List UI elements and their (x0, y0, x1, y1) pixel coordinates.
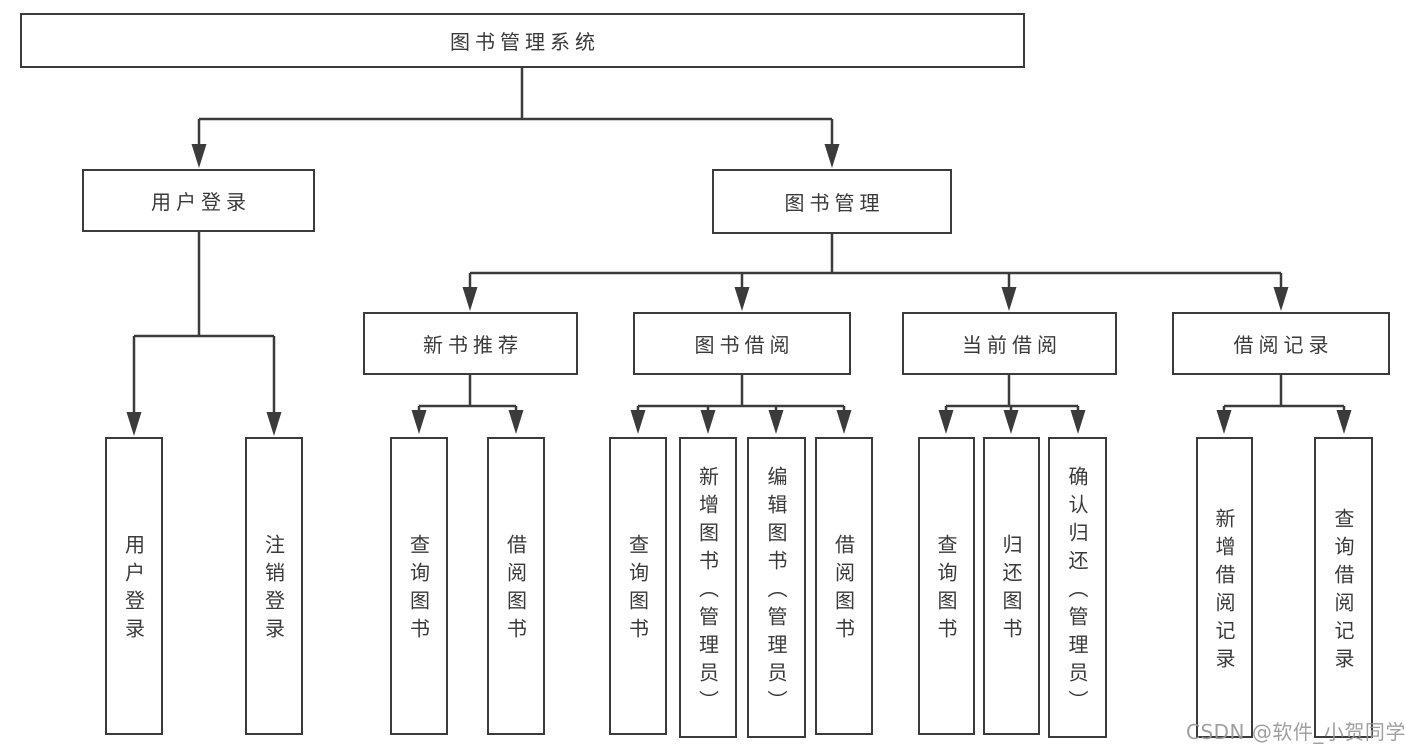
leaf-query-borrow-record: 查询借阅记录 (1314, 437, 1373, 738)
node-label: 当前借阅 (962, 333, 1062, 357)
node-label: 查询借阅记录 (1331, 507, 1355, 676)
node-user-login: 用户登录 (82, 169, 315, 232)
node-label: 借阅图书 (831, 534, 856, 646)
leaf-add-books-admin: 新增图书（管理员） (679, 437, 737, 738)
node-label: 归还图书 (999, 534, 1023, 646)
node-label: 查询图书 (625, 534, 650, 646)
node-book-borrow: 图书借阅 (633, 312, 851, 375)
node-label: 新书推荐 (423, 333, 523, 357)
leaf-edit-books-admin: 编辑图书（管理员） (747, 437, 806, 738)
node-label: 新增图书（管理员） (695, 465, 720, 718)
node-label: 图书管理 (784, 191, 885, 215)
node-label: 查询图书 (934, 534, 958, 646)
leaf-add-borrow-record: 新增借阅记录 (1196, 437, 1253, 738)
leaf-query-books-recommend: 查询图书 (390, 437, 448, 735)
node-label: 图书管理系统 (450, 30, 600, 54)
leaf-return-books: 归还图书 (983, 437, 1040, 735)
node-label: 编辑图书（管理员） (764, 465, 788, 718)
node-borrow-records: 借阅记录 (1172, 312, 1390, 375)
node-current-borrow: 当前借阅 (902, 312, 1117, 375)
node-label: 图书借阅 (694, 333, 795, 357)
node-label: 新增借阅记录 (1212, 507, 1236, 676)
node-label: 确认归还（管理员） (1065, 465, 1089, 718)
leaf-query-books-borrow: 查询图书 (609, 437, 667, 735)
csdn-watermark: CSDN @软件_小贺同学 (1186, 720, 1405, 744)
node-label: 借阅记录 (1233, 333, 1334, 357)
leaf-borrow-books-recommend: 借阅图书 (487, 437, 545, 735)
node-new-book-recommend: 新书推荐 (363, 312, 578, 375)
node-label: 用户登录 (151, 190, 251, 214)
leaf-user-login: 用户登录 (105, 437, 163, 735)
leaf-logout: 注销登录 (245, 437, 303, 735)
node-label: 借阅图书 (503, 534, 528, 646)
leaf-borrow-books: 借阅图书 (815, 437, 873, 735)
leaf-confirm-return-admin: 确认归还（管理员） (1048, 437, 1107, 738)
node-book-management: 图书管理 (712, 169, 952, 234)
node-label: 查询图书 (406, 534, 431, 646)
node-library-management-system: 图书管理系统 (20, 13, 1025, 68)
node-label: 用户登录 (121, 534, 146, 646)
node-label: 注销登录 (261, 534, 286, 646)
leaf-query-books-current: 查询图书 (918, 437, 975, 735)
